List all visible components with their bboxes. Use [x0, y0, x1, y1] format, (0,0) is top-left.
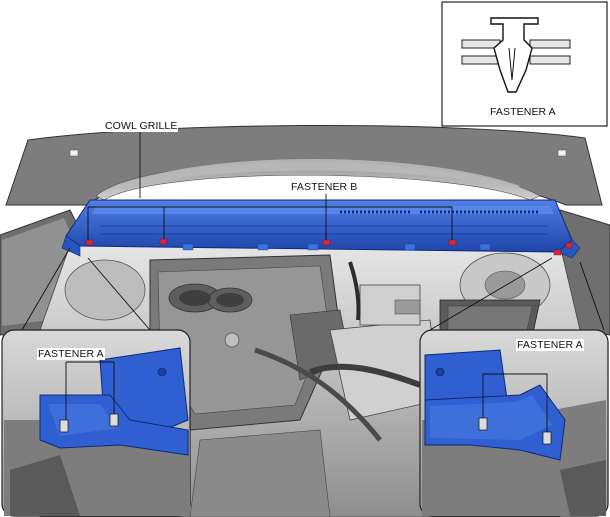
- label-fastener-a-detail: FASTENER A: [489, 106, 557, 118]
- fastener-marker-4: [448, 239, 457, 246]
- inset-right: [419, 329, 609, 517]
- fastener-marker-5: [553, 249, 562, 256]
- fastener-markers: [85, 238, 573, 256]
- fastener-marker-3: [322, 239, 331, 246]
- label-fastener-b: FASTENER B: [290, 181, 359, 193]
- engine-bay: [39, 244, 581, 517]
- fastener-marker-2: [159, 238, 168, 245]
- leader-lines: [21, 132, 605, 331]
- hood: [5, 124, 603, 206]
- label-cowl-grille: COWL GRILLE: [104, 120, 179, 132]
- label-fastener-a-right: FASTENER A: [516, 339, 584, 351]
- inset-left: [1, 329, 191, 517]
- detail-box: [441, 1, 608, 127]
- cowl-grille: [61, 199, 581, 259]
- label-fastener-a-left: FASTENER A: [37, 348, 105, 360]
- fastener-marker-1: [85, 239, 94, 246]
- fastener-marker-6: [565, 242, 573, 249]
